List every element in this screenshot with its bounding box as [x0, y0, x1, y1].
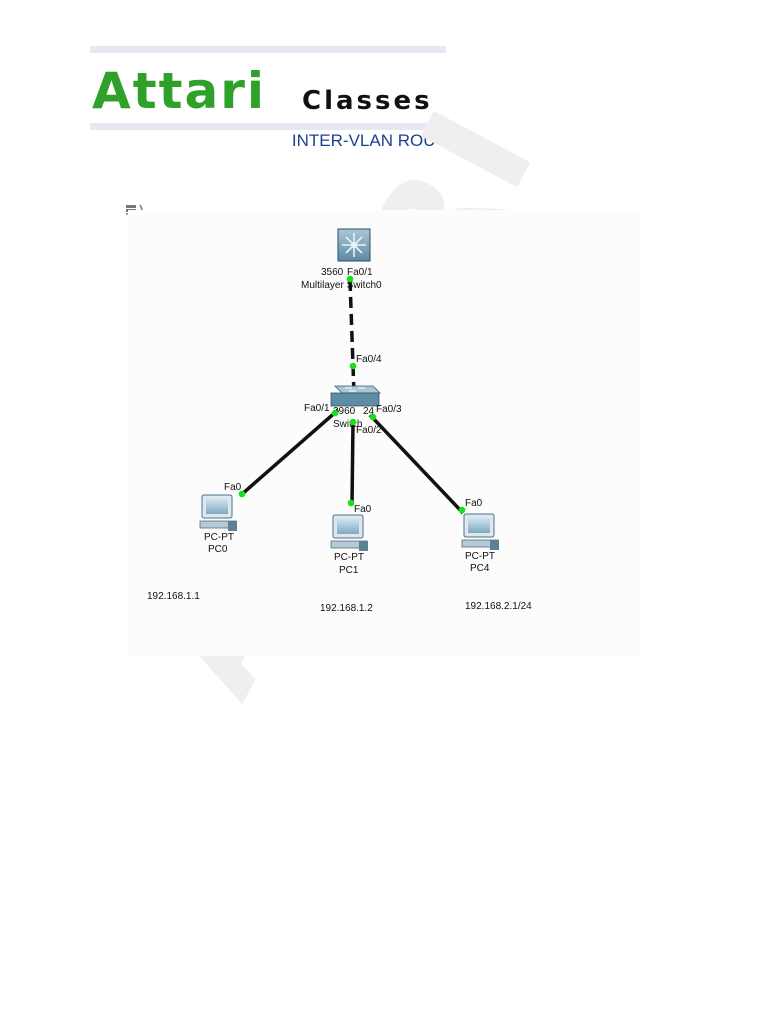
logo-main-text: Attari: [92, 62, 267, 120]
logo-sub-text: Classes: [302, 86, 433, 116]
page-title: INTER-VLAN ROUTING: [291, 131, 477, 150]
switch-name-label: Switch: [333, 419, 362, 430]
multilayer-switch-icon[interactable]: [337, 228, 371, 262]
switch-model-label-a: 2960: [333, 406, 356, 417]
link-dot-switch-pc4: [369, 413, 377, 421]
pc4-type-label: PC-PT: [465, 551, 495, 562]
link-switch-to-pc0[interactable]: [239, 408, 340, 497]
link-dot-switch-pc0: [331, 409, 339, 417]
switch-uplink-port-label: Fa0/4: [356, 354, 382, 365]
switch-model-label-b: 24: [363, 406, 375, 417]
link-dot-pc0: [238, 490, 246, 498]
link-dot-pc1: [347, 499, 355, 507]
switch-port-pc1-label: Fa0/2: [356, 425, 382, 436]
logo-bar-top: [90, 46, 446, 53]
pc4-ip-label: 192.168.2.1/24: [465, 601, 532, 612]
ml-switch-name-label: Multilayer Switch0: [301, 280, 382, 291]
logo-bar-bottom: [90, 123, 446, 130]
pc1-ip-label: 192.168.1.2: [320, 603, 373, 614]
link-switch-to-pc4[interactable]: [368, 413, 465, 515]
ml-switch-port-label: Fa0/1: [347, 267, 373, 278]
link-dot-ml: [346, 275, 354, 283]
pc1-type-label: PC-PT: [334, 552, 364, 563]
pc4-port-label: Fa0: [465, 498, 483, 509]
pc1-icon[interactable]: [330, 514, 368, 551]
ml-switch-model-label: 3560: [321, 267, 344, 278]
pc1-name-label: PC1: [339, 565, 359, 576]
link-ml-to-switch[interactable]: [348, 279, 356, 395]
pc0-type-label: PC-PT: [204, 532, 234, 543]
switch-port-pc4-label: Fa0/3: [376, 404, 402, 415]
link-dot-switch-pc1: [349, 418, 357, 426]
topology-diagram: 3560 Fa0/1 Multilayer Switch0 Fa0/4 Fa0/…: [147, 228, 532, 614]
pc1-port-label: Fa0: [354, 504, 372, 515]
switch-icon[interactable]: [330, 385, 381, 407]
link-dot-switch-uplink: [349, 362, 357, 370]
switch-port-pc0-label: Fa0/1: [304, 403, 330, 414]
pc4-name-label: PC4: [470, 563, 490, 574]
link-dot-pc4: [458, 506, 466, 514]
pc0-ip-label: 192.168.1.1: [147, 591, 200, 602]
link-switch-to-pc1[interactable]: [350, 421, 355, 506]
pc0-name-label: PC0: [208, 544, 228, 555]
logo: Attari Classes: [90, 46, 446, 130]
pc0-port-label: Fa0: [224, 482, 242, 493]
pc4-icon[interactable]: [461, 513, 499, 550]
pc0-icon[interactable]: [199, 494, 237, 531]
network-canvas: 3560 Fa0/1 Multilayer Switch0 Fa0/4 Fa0/…: [128, 210, 640, 656]
